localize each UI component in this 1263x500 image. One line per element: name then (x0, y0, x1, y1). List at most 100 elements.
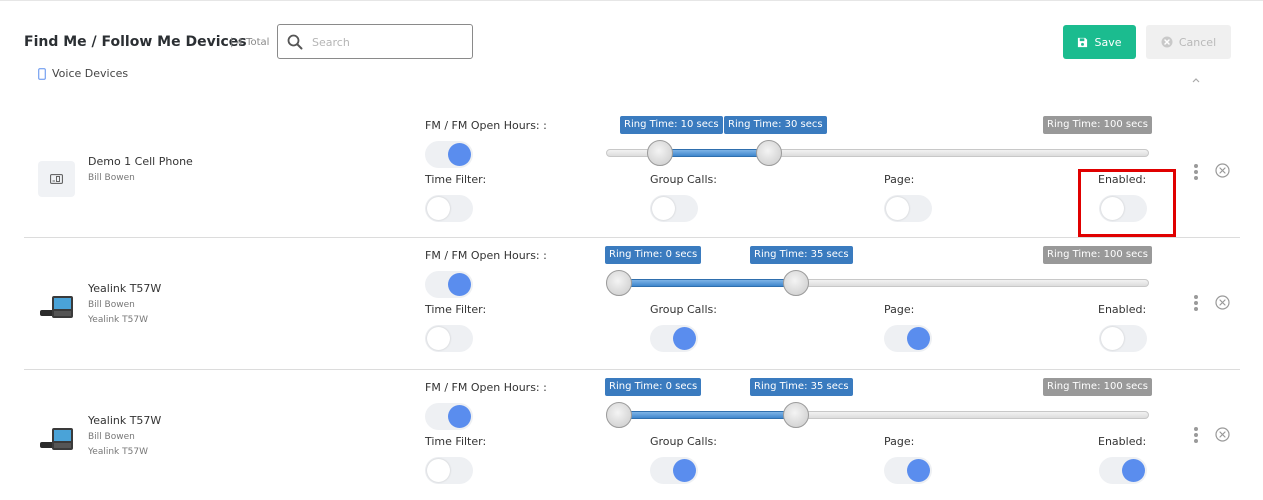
row-divider (24, 237, 1240, 238)
toggle-knob (673, 327, 696, 350)
device-name: Demo 1 Cell Phone (88, 155, 193, 168)
group-calls-label: Group Calls: (650, 173, 717, 186)
page-title: Find Me / Follow Me Devices (24, 34, 247, 50)
enabled-toggle[interactable] (1099, 195, 1147, 222)
fm-open-hours-label: FM / FM Open Hours: : (425, 119, 547, 132)
desk-phone-icon (40, 428, 73, 450)
toggle-knob (1101, 327, 1124, 350)
page-label: Page: (884, 303, 915, 316)
ring-time-range (607, 411, 798, 419)
time-filter-label: Time Filter: (425, 303, 487, 316)
ring-time-range (607, 279, 798, 287)
group-calls-toggle[interactable] (650, 325, 698, 352)
device-name: Yealink T57W (88, 414, 162, 427)
ring-time-slider[interactable] (606, 149, 1149, 157)
ring-max-tooltip: Ring Time: 100 secs (1043, 246, 1152, 264)
toggle-knob (1101, 197, 1124, 220)
desk-phone-icon (40, 296, 73, 318)
fm-open-hours-toggle[interactable] (425, 403, 473, 430)
ring-time-range (661, 149, 770, 157)
toggle-knob (427, 459, 450, 482)
ring-start-tooltip: Ring Time: 0 secs (605, 378, 702, 396)
enabled-toggle[interactable] (1099, 457, 1147, 484)
chevron-up-icon[interactable] (1190, 76, 1202, 86)
device-owner: Bill Bowen (88, 173, 135, 183)
toggle-knob (448, 273, 471, 296)
more-options-icon[interactable] (1194, 295, 1198, 311)
group-calls-label: Group Calls: (650, 303, 717, 316)
ring-end-tooltip: Ring Time: 35 secs (750, 246, 853, 264)
device-icon-box (38, 161, 75, 197)
enabled-label: Enabled: (1098, 435, 1147, 448)
toggle-knob (427, 197, 450, 220)
more-options-icon[interactable] (1194, 164, 1198, 180)
floppy-disk-icon (1078, 37, 1088, 47)
fm-open-hours-label: FM / FM Open Hours: : (425, 381, 547, 394)
enabled-label: Enabled: (1098, 173, 1147, 186)
toggle-knob (907, 459, 930, 482)
toggle-knob (886, 197, 909, 220)
remove-circle-icon[interactable] (1215, 295, 1230, 310)
device-owner: Bill Bowen (88, 300, 135, 310)
device-model: Yealink T57W (88, 447, 148, 457)
remove-circle-icon[interactable] (1215, 427, 1230, 442)
ring-end-handle[interactable] (755, 140, 782, 166)
save-label: Save (1094, 35, 1122, 49)
ring-max-tooltip: Ring Time: 100 secs (1043, 116, 1152, 134)
ring-start-handle[interactable] (606, 402, 632, 428)
toggle-knob (673, 459, 696, 482)
ring-start-tooltip: Ring Time: 0 secs (605, 246, 702, 264)
ring-end-handle[interactable] (783, 402, 810, 428)
highlight-box (1078, 169, 1176, 237)
toggle-knob (427, 327, 450, 350)
ring-max-tooltip: Ring Time: 100 secs (1043, 378, 1152, 396)
time-filter-label: Time Filter: (425, 435, 487, 448)
save-button[interactable]: Save (1063, 25, 1136, 59)
fm-open-hours-toggle[interactable] (425, 271, 473, 298)
ring-start-handle[interactable] (606, 270, 632, 296)
ring-start-tooltip: Ring Time: 10 secs (620, 116, 723, 134)
device-owner: Bill Bowen (88, 432, 135, 442)
toggle-knob (1122, 459, 1145, 482)
fm-open-hours-toggle[interactable] (425, 141, 473, 168)
cancel-button[interactable]: Cancel (1146, 25, 1231, 59)
group-calls-toggle[interactable] (650, 195, 698, 222)
more-options-icon[interactable] (1194, 427, 1198, 443)
time-filter-toggle[interactable] (425, 457, 473, 484)
total-count: | 4 Total (230, 37, 270, 48)
time-filter-toggle[interactable] (425, 325, 473, 352)
section-label: Voice Devices (52, 67, 129, 80)
time-filter-label: Time Filter: (425, 173, 487, 186)
page-toggle[interactable] (884, 325, 932, 352)
ring-end-tooltip: Ring Time: 30 secs (724, 116, 827, 134)
toggle-knob (448, 405, 471, 428)
enabled-label: Enabled: (1098, 303, 1147, 316)
cell-phone-icon (50, 174, 63, 184)
ring-start-handle[interactable] (647, 140, 674, 166)
voice-devices-header[interactable]: Voice Devices (38, 67, 128, 80)
cancel-label: Cancel (1178, 35, 1217, 49)
ring-time-slider[interactable] (606, 279, 1149, 287)
time-filter-toggle[interactable] (425, 195, 473, 222)
search-icon (287, 34, 303, 50)
search-box[interactable] (277, 24, 473, 59)
fm-open-hours-label: FM / FM Open Hours: : (425, 249, 547, 262)
cancel-circle-icon (1161, 36, 1173, 48)
ring-end-tooltip: Ring Time: 35 secs (750, 378, 853, 396)
page-toggle[interactable] (884, 195, 932, 222)
remove-circle-icon[interactable] (1215, 163, 1230, 178)
toggle-knob (448, 143, 471, 166)
group-calls-toggle[interactable] (650, 457, 698, 484)
group-calls-label: Group Calls: (650, 435, 717, 448)
ring-end-handle[interactable] (783, 270, 810, 296)
page-toggle[interactable] (884, 457, 932, 484)
enabled-toggle[interactable] (1099, 325, 1147, 352)
ring-time-slider[interactable] (606, 411, 1149, 419)
row-divider (24, 369, 1240, 370)
toggle-knob (907, 327, 930, 350)
search-input[interactable] (312, 33, 462, 51)
page-label: Page: (884, 435, 915, 448)
